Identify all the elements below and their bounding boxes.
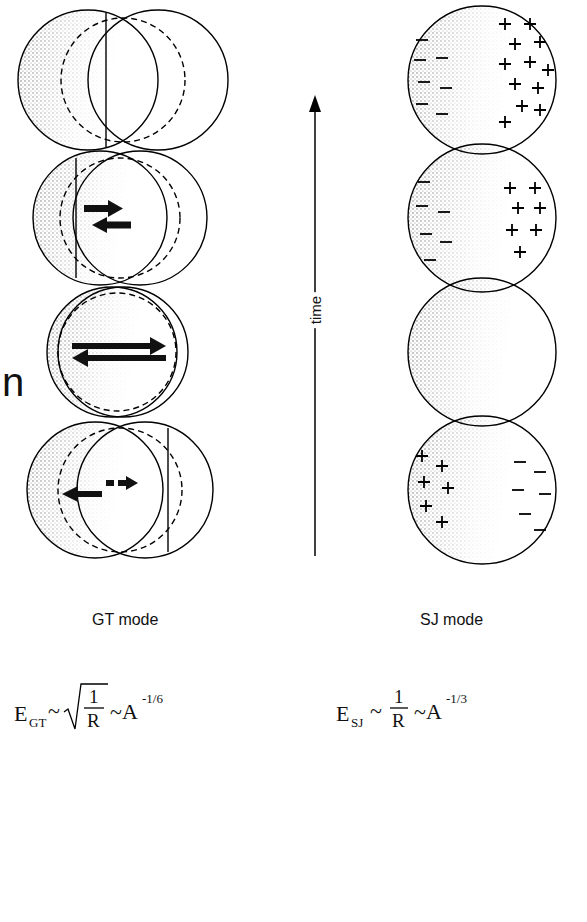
formula-symbol: ~: [370, 700, 382, 722]
sj-row-3: [408, 278, 556, 426]
charge-signs: [416, 182, 546, 260]
fragment-letter: n: [2, 362, 24, 402]
formula-symbol: ~A: [414, 701, 442, 723]
formula-exponent: -1/6: [142, 692, 163, 705]
mode-label: GT mode: [92, 612, 158, 628]
formula-subscript: GT: [29, 716, 46, 729]
formula-subscript: SJ: [351, 716, 363, 729]
formula-numerator: 1: [394, 687, 404, 706]
charge-signs: [416, 450, 551, 530]
formula-symbol: E: [336, 703, 349, 725]
gt-row-2: [33, 151, 207, 285]
sj-row-2: [408, 144, 556, 292]
gt-row-4: [27, 422, 213, 558]
formula-strokes: [64, 684, 408, 729]
time-label: time: [306, 292, 325, 328]
sj-row-1: [408, 6, 556, 154]
charge-signs: [414, 18, 554, 128]
mode-label: SJ mode: [420, 612, 483, 628]
formula-numerator: 1: [89, 687, 99, 706]
formula-denominator: R: [87, 711, 100, 730]
formula-symbol: ~A: [110, 701, 138, 723]
formula-exponent: -1/3: [446, 692, 467, 705]
sj-row-4: [408, 416, 556, 564]
formula-symbol: ~: [48, 700, 60, 722]
gt-row-1: [18, 10, 228, 150]
formula-symbol: E: [14, 703, 27, 725]
formula-denominator: R: [392, 711, 405, 730]
gt-row-3: [47, 287, 188, 417]
